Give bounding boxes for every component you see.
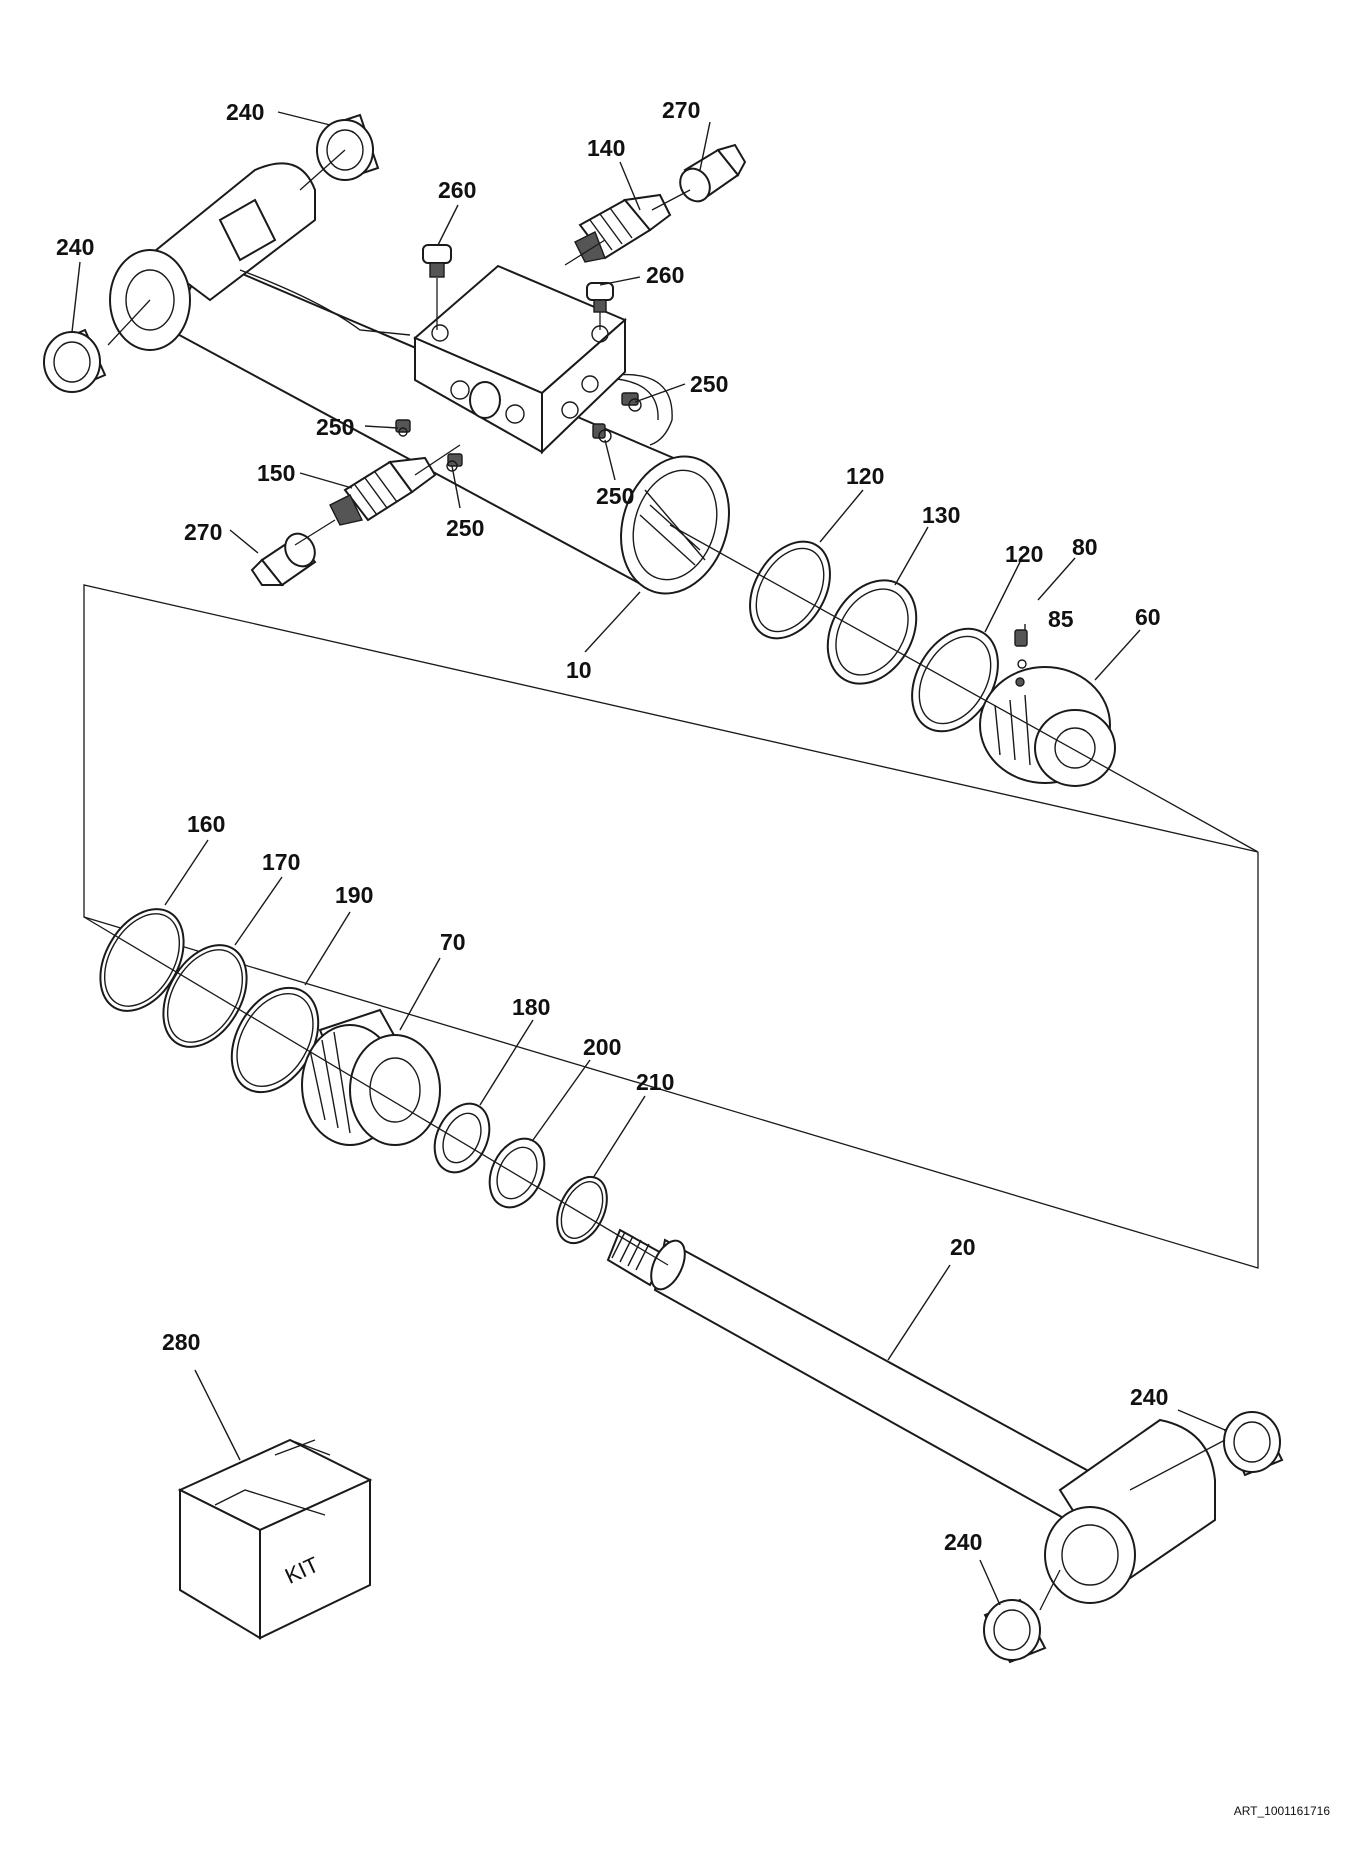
callout-120: 120 bbox=[1005, 541, 1043, 567]
callout-130: 130 bbox=[922, 502, 960, 528]
plug-260-top bbox=[422, 244, 452, 278]
seal-170 bbox=[162, 944, 248, 1048]
valve-block bbox=[413, 264, 627, 455]
callout-150: 150 bbox=[257, 460, 295, 486]
orifice-250-right bbox=[621, 392, 642, 412]
callout-270: 270 bbox=[184, 519, 222, 545]
callout-240: 240 bbox=[1130, 1384, 1168, 1410]
callout-210: 210 bbox=[636, 1069, 674, 1095]
set-screw-85 bbox=[1014, 629, 1028, 687]
callout-260: 260 bbox=[646, 262, 684, 288]
callout-120: 120 bbox=[846, 463, 884, 489]
callout-labels: 240 270 140 260 240 260 250 250 150 270 … bbox=[56, 97, 1168, 1555]
callout-160: 160 bbox=[187, 811, 225, 837]
callout-140: 140 bbox=[587, 135, 625, 161]
callout-70: 70 bbox=[440, 929, 466, 955]
callout-180: 180 bbox=[512, 994, 550, 1020]
callout-190: 190 bbox=[335, 882, 373, 908]
piston-rod-20 bbox=[606, 1228, 1216, 1604]
orifice-250-left bbox=[395, 419, 411, 437]
ring-210 bbox=[556, 1175, 608, 1245]
callout-240: 240 bbox=[944, 1529, 982, 1555]
wiper-180 bbox=[433, 1102, 491, 1174]
callout-170: 170 bbox=[262, 849, 300, 875]
callout-60: 60 bbox=[1135, 604, 1161, 630]
valve-150 bbox=[329, 456, 437, 526]
callout-250: 250 bbox=[446, 515, 484, 541]
orifice-250-bottom bbox=[592, 423, 612, 443]
callout-250: 250 bbox=[690, 371, 728, 397]
callout-240: 240 bbox=[226, 99, 264, 125]
gland-70 bbox=[301, 1008, 441, 1146]
leader-lines bbox=[71, 111, 1226, 1606]
cap-270-bottom bbox=[250, 532, 317, 587]
bushing-240-left bbox=[43, 328, 107, 393]
kit-box-280: KIT bbox=[177, 1438, 373, 1640]
callout-250: 250 bbox=[596, 483, 634, 509]
callout-270: 270 bbox=[662, 97, 700, 123]
callout-80: 80 bbox=[1072, 534, 1098, 560]
seal-130 bbox=[826, 579, 918, 685]
callout-85: 85 bbox=[1048, 606, 1074, 632]
callout-260: 260 bbox=[438, 177, 476, 203]
seal-120-b bbox=[911, 627, 999, 733]
cap-270-top bbox=[679, 143, 747, 203]
valve-140 bbox=[574, 193, 672, 263]
callout-280: 280 bbox=[162, 1329, 200, 1355]
callout-200: 200 bbox=[583, 1034, 621, 1060]
callout-20: 20 bbox=[950, 1234, 976, 1260]
callout-250: 250 bbox=[316, 414, 354, 440]
callout-240: 240 bbox=[56, 234, 94, 260]
seal-190 bbox=[230, 986, 320, 1094]
art-id: ART_1001161716 bbox=[1234, 1804, 1331, 1818]
orifice-250-lower bbox=[446, 453, 463, 472]
plug-260-right bbox=[586, 282, 614, 313]
seal-120-a bbox=[749, 540, 831, 640]
piston-60 bbox=[979, 666, 1116, 787]
bushing-240-right bbox=[1223, 1411, 1284, 1477]
seal-200 bbox=[488, 1137, 546, 1209]
axis-lines bbox=[83, 149, 1259, 1611]
callout-10: 10 bbox=[566, 657, 592, 683]
bushing-240-bottom bbox=[983, 1598, 1047, 1664]
